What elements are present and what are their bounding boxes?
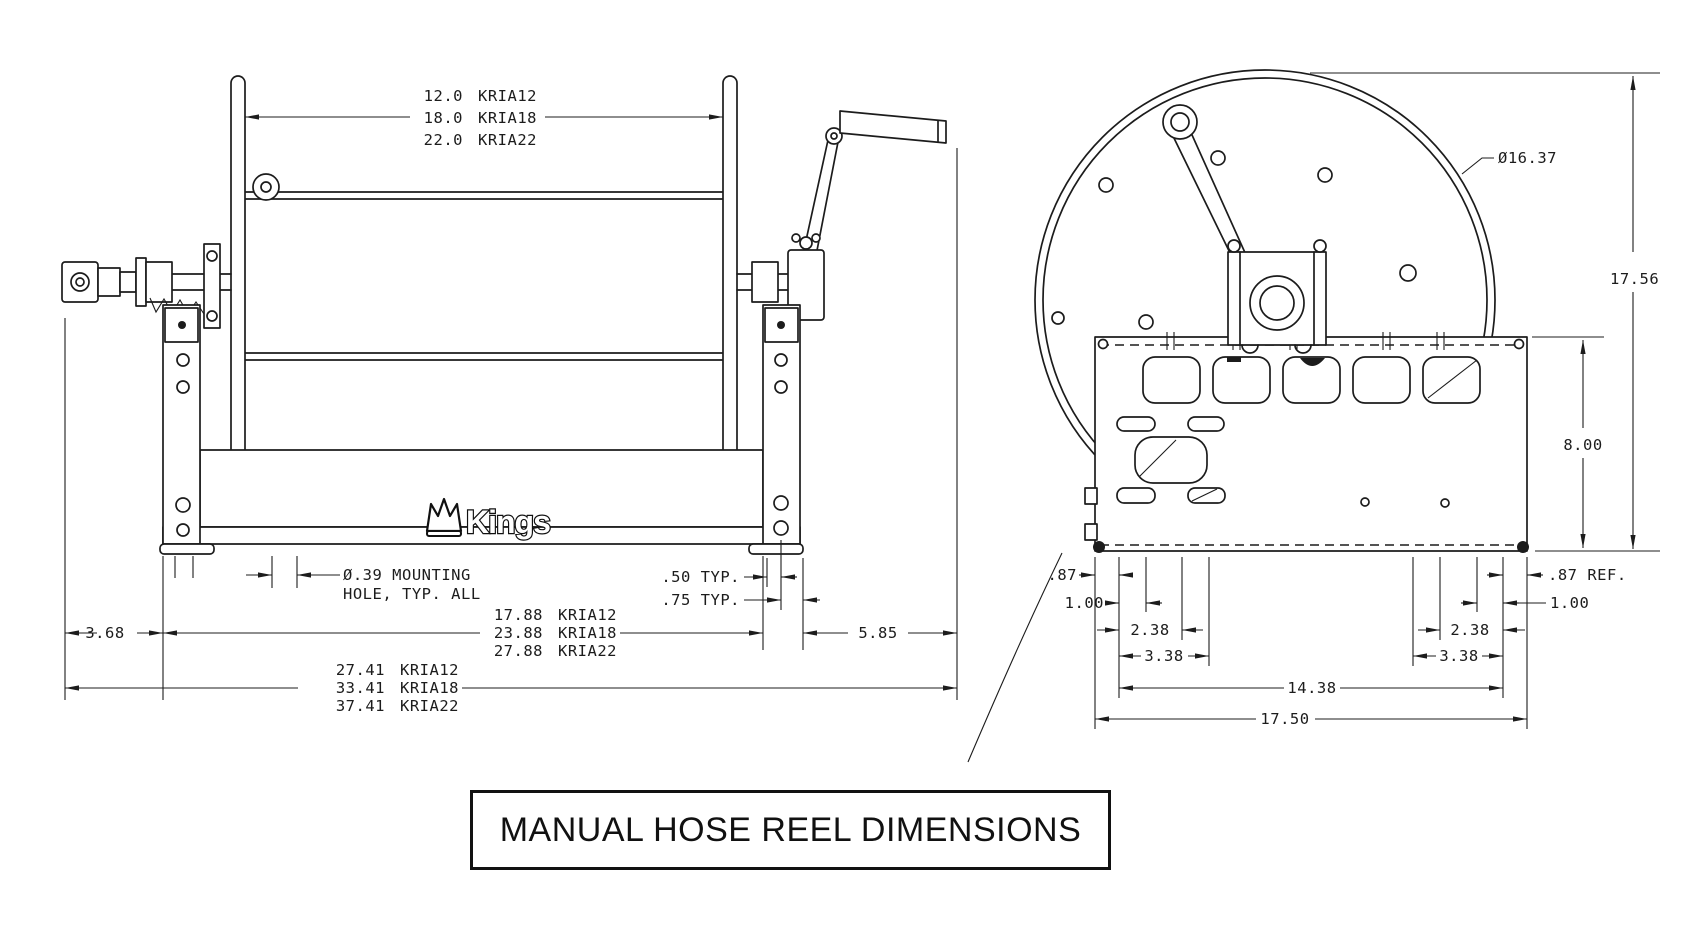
- crank-handle: [839, 110, 947, 144]
- dim-frame-width: 17.88 KRIA12 23.88 KRIA18 27.88 KRIA22: [163, 556, 764, 660]
- dim-hole-span: 14.38: [1119, 679, 1503, 697]
- mounting-plate: [1084, 332, 1529, 553]
- front-view: Ø16.37 17.56 8.00: [967, 69, 1660, 763]
- dim-mounting-hole-callout: Ø.39 MOUNTING HOLE, TYP. ALL: [174, 556, 481, 603]
- model-code: KRIA18: [478, 109, 537, 127]
- plate-slot: [1282, 356, 1341, 404]
- plate-slot-small: [1116, 487, 1156, 504]
- dim-value: 22.0: [424, 131, 463, 149]
- kings-logo: Kings: [425, 497, 552, 541]
- edge-offset-ref-value: .87 REF.: [1548, 566, 1627, 584]
- plate-slot-small: [1187, 487, 1226, 504]
- dim-value: 37.41: [336, 697, 385, 715]
- plate-slot-small: [1187, 416, 1225, 432]
- title-block: MANUAL HOSE REEL DIMENSIONS: [470, 790, 1111, 870]
- dim-value: 27.88: [494, 642, 543, 660]
- model-code: KRIA12: [400, 661, 459, 679]
- left-tab: [1084, 487, 1098, 505]
- model-code: KRIA22: [400, 697, 459, 715]
- bottom-extension-lines: [1094, 557, 1528, 729]
- dim-frame-width-front: 17.50: [1095, 710, 1527, 728]
- dim-value: 23.88: [494, 624, 543, 642]
- pitch-3-value: 3.38: [1439, 647, 1478, 665]
- brand-logo-text: Kings: [466, 504, 550, 540]
- pitch-2-value: 2.38: [1130, 621, 1169, 639]
- dim-drum-width: 12.0 KRIA12 18.0 KRIA18 22.0 KRIA22: [245, 87, 723, 149]
- left-flange: [230, 75, 246, 503]
- left-foot: [159, 543, 215, 555]
- crank-front: [1162, 104, 1327, 354]
- typ-75-label: .75 TYP.: [661, 591, 740, 609]
- inlet-port-icon: [70, 272, 90, 292]
- dim-handle-clearance: 5.85: [803, 148, 958, 700]
- overall-height-value: 17.56: [1610, 270, 1659, 288]
- crank-assembly: [736, 110, 947, 321]
- break-line: [967, 552, 1063, 763]
- dim-right-holes: .87 REF. 1.00 2.38 3.38: [1413, 566, 1627, 665]
- model-code: KRIA22: [558, 642, 617, 660]
- handle-clearance-value: 5.85: [858, 624, 897, 642]
- dim-value: 18.0: [424, 109, 463, 127]
- dim-reel-diameter: Ø16.37: [1461, 149, 1557, 175]
- plate-slot: [1142, 356, 1201, 404]
- right-foot: [748, 543, 804, 555]
- left-tab: [1084, 523, 1098, 541]
- frame-base: [159, 304, 804, 555]
- typ-50-label: .50 TYP.: [661, 568, 740, 586]
- dim-frame-height: 8.00: [1532, 336, 1604, 548]
- plate-slot: [1212, 356, 1271, 404]
- plate-slot-small: [1116, 416, 1156, 432]
- dim-value: 12.0: [424, 87, 463, 105]
- flange-hub-hole: [252, 173, 280, 201]
- side-view: Kings 12.0 KRIA12 18.0 KRIA18 22.0 KRIA2…: [61, 75, 958, 715]
- dim-inlet-offset: 3.68: [64, 318, 164, 700]
- edge-offset-value: .87: [1048, 566, 1078, 584]
- drawing-title: MANUAL HOSE REEL DIMENSIONS: [499, 810, 1082, 849]
- pitch-2-value: 2.38: [1450, 621, 1489, 639]
- dim-value: 17.88: [494, 606, 543, 624]
- frame-height-value: 8.00: [1563, 436, 1602, 454]
- mounting-hole-note-line2: HOLE, TYP. ALL: [343, 585, 481, 603]
- mounting-hole-note-line1: Ø.39 MOUNTING: [343, 566, 471, 584]
- model-code: KRIA18: [558, 624, 617, 642]
- dim-value: 33.41: [336, 679, 385, 697]
- dim-left-holes: .87 1.00 2.38 3.38: [1048, 566, 1209, 665]
- model-code: KRIA12: [478, 87, 537, 105]
- model-code: KRIA12: [558, 606, 617, 624]
- dim-value: 27.41: [336, 661, 385, 679]
- model-code: KRIA22: [478, 131, 537, 149]
- reel-diameter-value: Ø16.37: [1498, 149, 1557, 167]
- model-code: KRIA18: [400, 679, 459, 697]
- pitch-3-value: 3.38: [1144, 647, 1183, 665]
- dim-foot-holes: .50 TYP. .75 TYP.: [661, 540, 820, 650]
- reel-drum: [230, 75, 738, 503]
- swivel-inlet: [61, 243, 232, 329]
- crown-icon: [425, 497, 463, 533]
- frame-width-value: 17.50: [1260, 710, 1309, 728]
- right-flange: [722, 75, 738, 503]
- pitch-1-value: 1.00: [1065, 594, 1104, 612]
- inlet-offset-value: 3.68: [85, 624, 124, 642]
- dim-overall-width: 27.41 KRIA12 33.41 KRIA18 37.41 KRIA22: [65, 661, 957, 715]
- dim-overall-height: 17.56: [1310, 72, 1660, 552]
- plate-opening: [1134, 436, 1208, 484]
- hole-span-value: 14.38: [1287, 679, 1336, 697]
- plate-slot: [1352, 356, 1411, 404]
- pitch-1-value: 1.00: [1550, 594, 1589, 612]
